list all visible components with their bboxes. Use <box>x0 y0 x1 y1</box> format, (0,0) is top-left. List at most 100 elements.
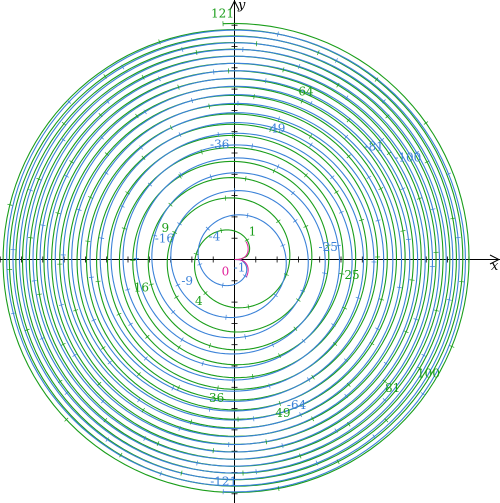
point-mark <box>174 295 179 299</box>
point-mark <box>28 189 34 192</box>
point-mark <box>72 353 78 357</box>
point-mark <box>383 361 389 366</box>
point-mark <box>101 399 105 404</box>
point-mark <box>180 470 183 476</box>
point-mark <box>311 416 315 422</box>
point-mark <box>177 385 180 391</box>
point-mark <box>103 171 109 175</box>
point-mark <box>58 379 63 384</box>
point-mark <box>200 149 203 155</box>
point-mark <box>175 283 181 287</box>
point-mark <box>247 304 250 310</box>
point-mark <box>58 303 64 306</box>
point-mark <box>309 142 313 148</box>
point-mark <box>208 103 210 109</box>
point-mark <box>334 190 339 194</box>
point-mark <box>336 82 340 88</box>
point-mark <box>416 197 422 200</box>
point-mark <box>421 354 427 357</box>
point-mark <box>433 309 439 312</box>
point-label: -9 <box>181 274 193 288</box>
point-mark <box>252 416 255 422</box>
point-mark <box>208 343 211 349</box>
point-mark <box>177 222 182 226</box>
point-mark <box>99 237 105 239</box>
point-mark <box>268 383 271 389</box>
point-mark <box>304 173 308 178</box>
point-mark <box>76 208 82 211</box>
point-mark <box>403 330 409 334</box>
point-mark <box>217 385 219 391</box>
point-mark <box>156 441 160 447</box>
point-mark <box>342 306 348 310</box>
point-mark <box>143 109 147 115</box>
point-mark <box>99 135 104 140</box>
point-label: -64 <box>287 398 307 412</box>
point-mark <box>128 322 133 326</box>
point-label: 0 <box>222 265 230 279</box>
spiral-negative <box>6 29 466 493</box>
point-mark <box>244 238 250 242</box>
point-mark <box>36 293 42 296</box>
point-mark <box>88 276 94 278</box>
point-mark <box>281 443 284 449</box>
point-mark <box>344 393 349 399</box>
point-mark <box>344 95 349 100</box>
point-label: 100 <box>417 366 440 380</box>
point-mark <box>246 213 249 219</box>
point-mark <box>64 417 69 422</box>
point-label: 121 <box>211 7 234 21</box>
point-mark <box>95 280 101 283</box>
point-mark <box>10 312 16 315</box>
point-mark <box>400 230 406 232</box>
point-mark <box>366 175 372 179</box>
point-mark <box>24 328 30 332</box>
point-mark <box>145 334 150 339</box>
point-mark <box>306 377 311 382</box>
point-mark <box>338 210 344 214</box>
point-mark <box>55 212 61 215</box>
point-mark <box>121 227 127 230</box>
point-mark <box>378 187 384 190</box>
point-mark <box>116 312 122 316</box>
point-mark <box>347 422 351 427</box>
point-mark <box>141 155 146 160</box>
point-mark <box>119 452 123 458</box>
point-mark <box>298 63 301 69</box>
point-mark <box>61 121 67 126</box>
point-label: 1 <box>249 225 257 239</box>
point-mark <box>335 244 341 247</box>
point-mark <box>375 219 381 222</box>
point-mark <box>178 174 182 179</box>
point-label: -25 <box>319 240 338 254</box>
point-mark <box>60 137 66 142</box>
point-mark <box>141 74 145 80</box>
point-label: 49 <box>275 406 290 420</box>
point-mark <box>66 99 72 104</box>
point-mark <box>143 356 148 361</box>
point-mark <box>382 379 387 384</box>
point-mark <box>409 279 415 281</box>
point-mark <box>375 327 380 331</box>
point-mark <box>430 208 436 211</box>
point-mark <box>405 238 412 241</box>
point-mark <box>85 240 91 242</box>
point-mark <box>277 31 279 37</box>
point-mark <box>197 263 203 266</box>
point-mark <box>446 299 452 301</box>
point-mark <box>271 342 275 348</box>
point-mark <box>449 345 455 348</box>
point-mark <box>273 293 278 298</box>
point-label: -81 <box>364 139 383 153</box>
point-mark <box>396 286 402 289</box>
point-mark <box>283 273 289 276</box>
point-mark <box>137 397 141 403</box>
point-mark <box>272 168 276 174</box>
point-mark <box>379 298 385 301</box>
point-mark <box>315 460 319 466</box>
point-mark <box>291 190 295 196</box>
point-label: -4 <box>209 229 221 243</box>
point-mark <box>244 176 247 182</box>
point-mark <box>177 84 180 90</box>
point-mark <box>244 334 246 340</box>
